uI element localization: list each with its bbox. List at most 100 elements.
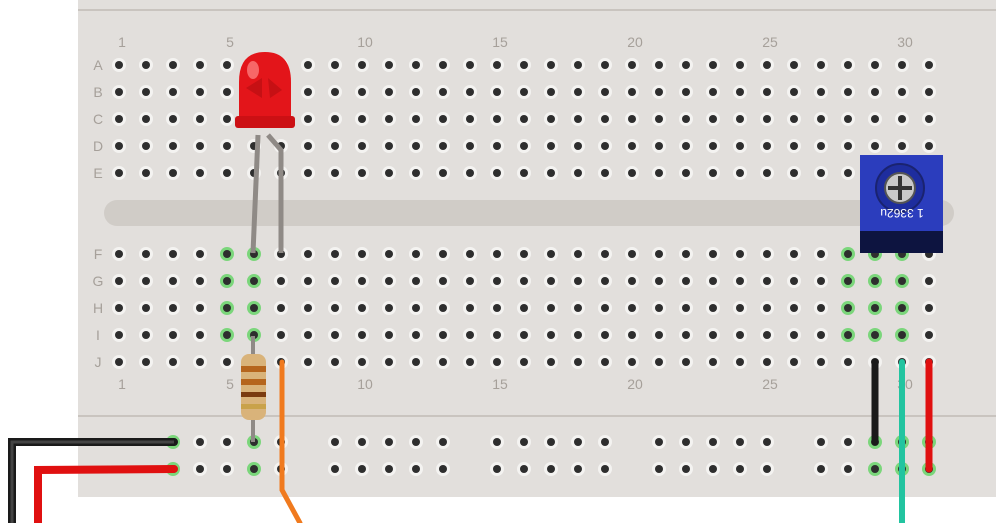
hole-A27 (814, 58, 828, 72)
hole-A1 (112, 58, 126, 72)
hole-D5 (220, 139, 234, 153)
hole-E28 (841, 166, 855, 180)
rail-hole-bottom-578 (571, 462, 585, 476)
hole-D17 (544, 139, 558, 153)
hole-E27 (814, 166, 828, 180)
hole-B28 (841, 85, 855, 99)
rail-hole-bottom-875 (868, 462, 882, 476)
hole-J14 (463, 355, 477, 369)
hole-C12 (409, 112, 423, 126)
hole-A21 (652, 58, 666, 72)
hole-J20 (625, 355, 639, 369)
hole-B21 (652, 85, 666, 99)
hole-F17 (544, 247, 558, 261)
hole-G8 (301, 274, 315, 288)
hole-J24 (733, 355, 747, 369)
hole-B3 (166, 85, 180, 99)
hole-B31 (922, 85, 936, 99)
hole-D11 (382, 139, 396, 153)
hole-J22 (679, 355, 693, 369)
hole-H20 (625, 301, 639, 315)
hole-D27 (814, 139, 828, 153)
hole-F13 (436, 247, 450, 261)
rail-hole-top-767 (760, 435, 774, 449)
rail-hole-top-578 (571, 435, 585, 449)
hole-E9 (328, 166, 342, 180)
rail-hole-bottom-200 (193, 462, 207, 476)
hole-A9 (328, 58, 342, 72)
hole-B13 (436, 85, 450, 99)
hole-I26 (787, 328, 801, 342)
hole-E17 (544, 166, 558, 180)
hole-G10 (355, 274, 369, 288)
hole-H5 (220, 301, 234, 315)
hole-C28 (841, 112, 855, 126)
hole-E4 (193, 166, 207, 180)
hole-H15 (490, 301, 504, 315)
hole-H11 (382, 301, 396, 315)
hole-I6 (247, 328, 261, 342)
hole-I1 (112, 328, 126, 342)
hole-A4 (193, 58, 207, 72)
hole-H17 (544, 301, 558, 315)
hole-B12 (409, 85, 423, 99)
hole-G2 (139, 274, 153, 288)
hole-C13 (436, 112, 450, 126)
hole-F11 (382, 247, 396, 261)
hole-C15 (490, 112, 504, 126)
hole-H21 (652, 301, 666, 315)
hole-E25 (760, 166, 774, 180)
hole-E26 (787, 166, 801, 180)
hole-J12 (409, 355, 423, 369)
hole-J2 (139, 355, 153, 369)
hole-B23 (706, 85, 720, 99)
rail-hole-top-497 (490, 435, 504, 449)
row-label-F: F (94, 246, 103, 262)
rail-hole-bottom-740 (733, 462, 747, 476)
hole-A5 (220, 58, 234, 72)
hole-E21 (652, 166, 666, 180)
hole-H8 (301, 301, 315, 315)
rail-hole-bottom-713 (706, 462, 720, 476)
rail-hole-top-416 (409, 435, 423, 449)
hole-H31 (922, 301, 936, 315)
column-label-top-5: 5 (226, 34, 234, 50)
rail-hole-bottom-335 (328, 462, 342, 476)
hole-I8 (301, 328, 315, 342)
hole-C23 (706, 112, 720, 126)
hole-H1 (112, 301, 126, 315)
hole-G13 (436, 274, 450, 288)
hole-H10 (355, 301, 369, 315)
hole-A30 (895, 58, 909, 72)
hole-G14 (463, 274, 477, 288)
hole-E19 (598, 166, 612, 180)
hole-A8 (301, 58, 315, 72)
rail-hole-top-605 (598, 435, 612, 449)
hole-B27 (814, 85, 828, 99)
hole-G17 (544, 274, 558, 288)
hole-C16 (517, 112, 531, 126)
hole-B22 (679, 85, 693, 99)
hole-D4 (193, 139, 207, 153)
rail-hole-bottom-821 (814, 462, 828, 476)
hole-B5 (220, 85, 234, 99)
hole-E20 (625, 166, 639, 180)
hole-A24 (733, 58, 747, 72)
hole-A14 (463, 58, 477, 72)
hole-E1 (112, 166, 126, 180)
hole-G9 (328, 274, 342, 288)
hole-A17 (544, 58, 558, 72)
hole-C3 (166, 112, 180, 126)
hole-D14 (463, 139, 477, 153)
hole-H6 (247, 301, 261, 315)
hole-C18 (571, 112, 585, 126)
hole-C1 (112, 112, 126, 126)
hole-A26 (787, 58, 801, 72)
hole-D23 (706, 139, 720, 153)
hole-A31 (922, 58, 936, 72)
hole-E3 (166, 166, 180, 180)
hole-F3 (166, 247, 180, 261)
hole-H3 (166, 301, 180, 315)
rail-hole-bottom-551 (544, 462, 558, 476)
